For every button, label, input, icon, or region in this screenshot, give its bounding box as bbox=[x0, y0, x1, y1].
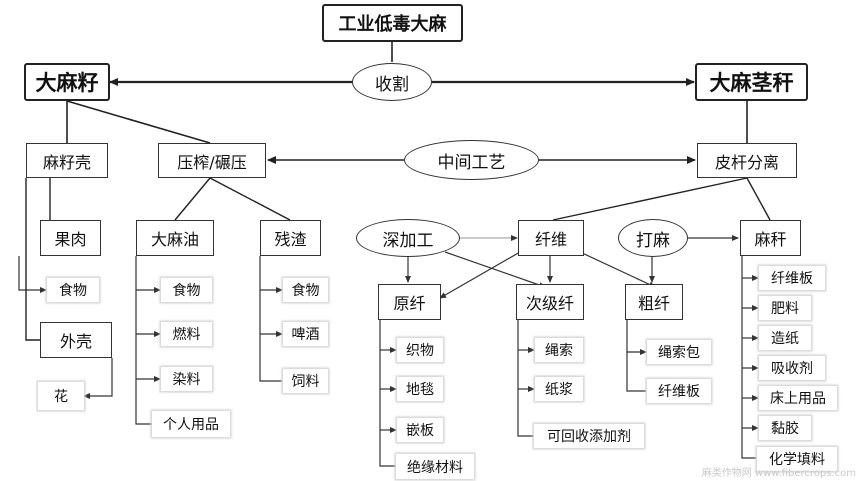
leaf-secondary-rope: 绳索 bbox=[535, 338, 583, 362]
edge-hull-shell bbox=[25, 178, 40, 341]
leaf-hurd-viscose: 黏胶 bbox=[759, 416, 811, 440]
leaf-residue-beer: 啤酒 bbox=[283, 322, 328, 346]
leaf-raw-panel: 嵌板 bbox=[397, 418, 443, 442]
leaf-hurd-absorbent: 吸收剂 bbox=[759, 356, 825, 380]
leaf-secondary-additive: 可回收添加剂 bbox=[534, 424, 644, 448]
node-fiber: 纤维 bbox=[518, 220, 584, 256]
leaf-coarse-board: 纤维板 bbox=[647, 379, 711, 403]
edge-sep-fiber bbox=[552, 177, 748, 221]
edge-secondary-spine bbox=[517, 320, 534, 437]
node-hull: 麻籽壳 bbox=[26, 143, 108, 178]
edge-fiber-coarse bbox=[579, 251, 656, 288]
edge-residue-spine bbox=[259, 256, 282, 382]
leaf-residue-feed: 饲料 bbox=[283, 369, 328, 393]
leaf-hurd-fertilizer: 肥料 bbox=[759, 296, 811, 320]
leaf-oil-fuel: 燃料 bbox=[161, 322, 212, 346]
leaf-hurd-bedding: 床上用品 bbox=[759, 386, 837, 410]
edge-pulp-food bbox=[18, 256, 47, 293]
leaf-coarse-rope-bag: 绳索包 bbox=[647, 340, 711, 364]
leaf-hurd-chemical-filler: 化学填料 bbox=[757, 447, 837, 471]
node-seed: 大麻籽 bbox=[24, 63, 110, 101]
edge-coarse-spine bbox=[626, 320, 646, 392]
node-separation: 皮杆分离 bbox=[697, 143, 797, 178]
leaf-hurd-board: 纤维板 bbox=[759, 266, 825, 290]
node-scutch: 打麻 bbox=[618, 219, 688, 257]
node-oil: 大麻油 bbox=[136, 220, 214, 256]
node-hurd: 麻秆 bbox=[740, 220, 801, 256]
leaf-raw-carpet: 地毯 bbox=[397, 377, 443, 401]
node-residue: 残渣 bbox=[260, 220, 321, 256]
node-mid-process: 中间工艺 bbox=[404, 140, 539, 180]
leaf-oil-food: 食物 bbox=[161, 278, 212, 302]
leaf-raw-fabric: 织物 bbox=[397, 338, 443, 362]
watermark: 麻类作物网 www.fibercrops.com bbox=[701, 468, 856, 479]
edge-raw-spine bbox=[379, 320, 396, 467]
leaf-raw-insulation: 绝缘材料 bbox=[396, 454, 474, 479]
edge-sep-hurd bbox=[746, 177, 771, 221]
leaf-pulp-food: 食物 bbox=[47, 278, 99, 302]
leaf-shell-flower: 花 bbox=[38, 382, 84, 410]
edge-press-residue bbox=[209, 177, 291, 221]
leaf-oil-dye: 染料 bbox=[161, 367, 212, 391]
edge-seed-press bbox=[66, 100, 211, 144]
edge-oil-spine bbox=[135, 256, 152, 425]
node-secondary-fiber: 次级纤 bbox=[516, 284, 584, 320]
edge-shell-flower bbox=[83, 358, 113, 399]
title-node: 工业低毒大麻 bbox=[322, 4, 463, 42]
node-shell: 外壳 bbox=[40, 322, 112, 358]
leaf-oil-personal: 个人用品 bbox=[152, 411, 230, 437]
node-press: 压榨/碾压 bbox=[158, 143, 266, 178]
node-harvest: 收割 bbox=[352, 63, 432, 101]
node-raw-fiber: 原纤 bbox=[378, 284, 441, 320]
edge-press-oil bbox=[174, 177, 211, 221]
node-deep-process: 深加工 bbox=[356, 219, 460, 257]
edge-deep-secondary bbox=[444, 251, 546, 288]
edge-fiber-raw bbox=[439, 251, 521, 299]
leaf-hurd-paper: 造纸 bbox=[759, 326, 811, 350]
node-stalk: 大麻茎秆 bbox=[695, 63, 808, 101]
node-pulp: 果肉 bbox=[40, 220, 101, 256]
node-coarse-fiber: 粗纤 bbox=[625, 284, 683, 320]
leaf-residue-food: 食物 bbox=[283, 278, 328, 302]
leaf-secondary-pulp: 纸浆 bbox=[535, 377, 583, 401]
edge-hurd-spine bbox=[741, 256, 756, 459]
